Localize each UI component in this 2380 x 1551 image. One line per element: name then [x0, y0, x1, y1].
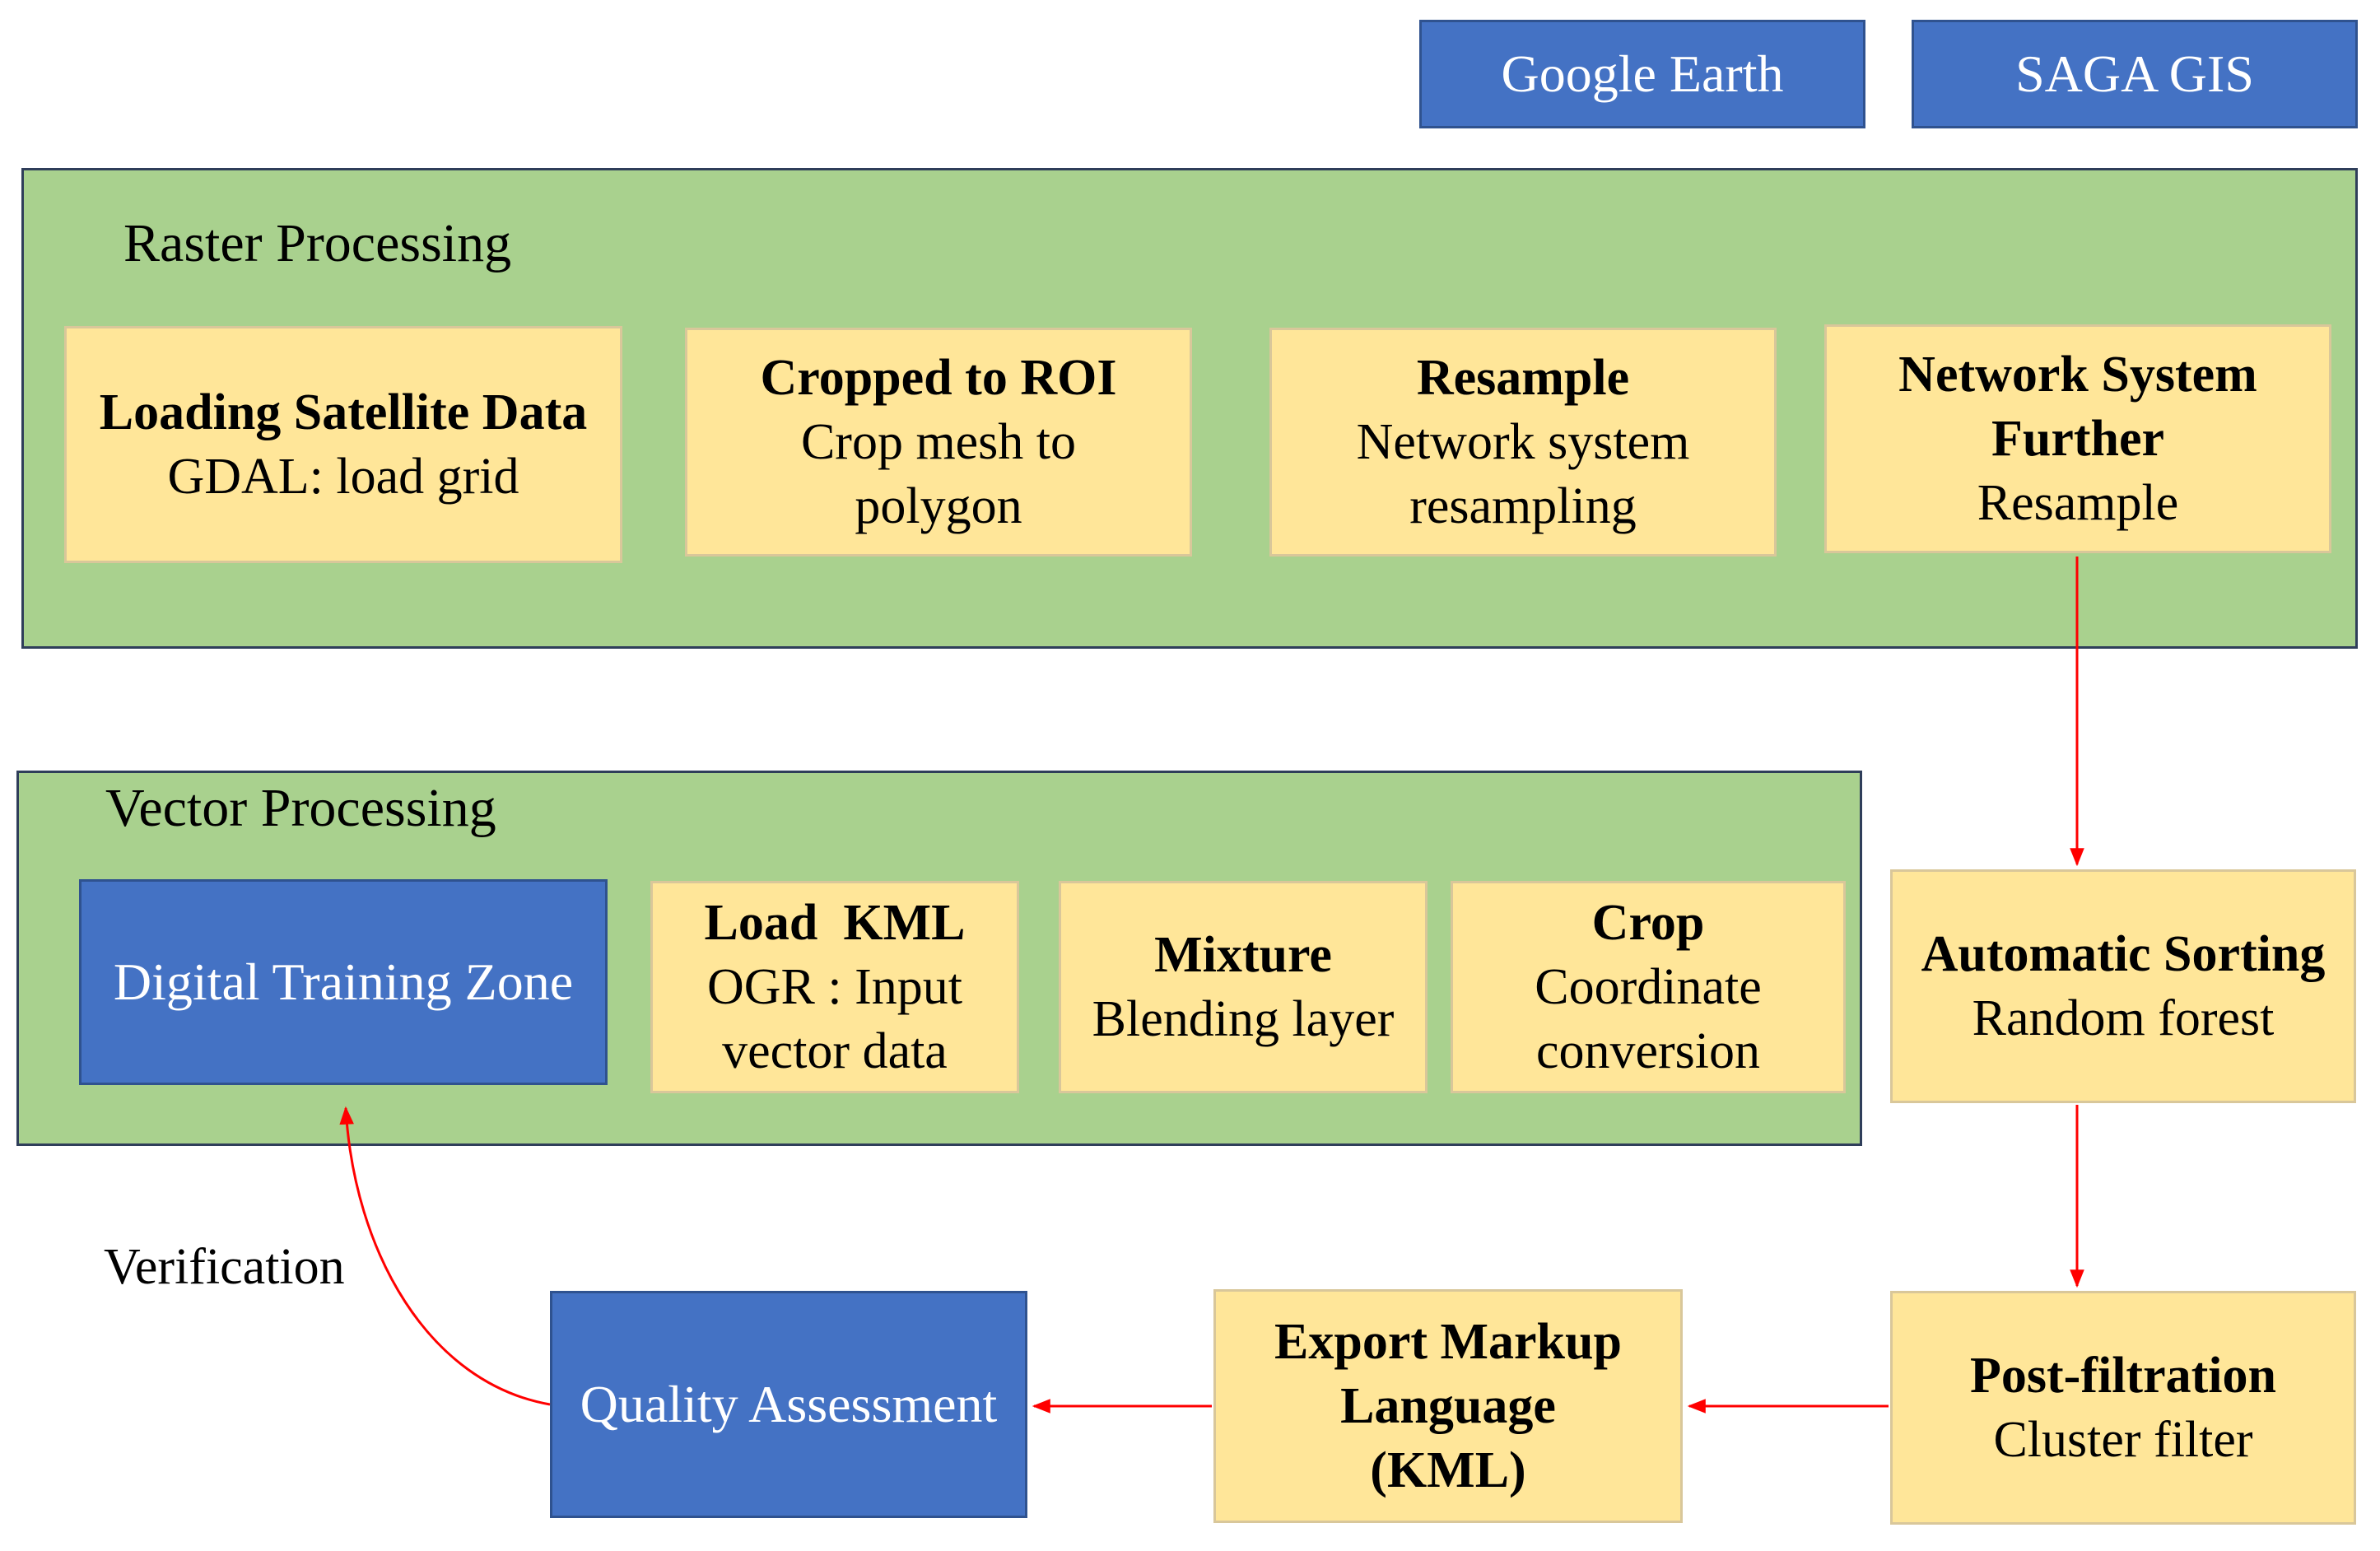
arrow-quality-to-training-zone — [339, 1106, 551, 1406]
step-desc: Crop mesh to — [800, 414, 1077, 470]
step-title: Export Markup — [1274, 1314, 1622, 1370]
step-title: Mixture — [1154, 927, 1332, 983]
step-desc: resampling — [1409, 478, 1637, 534]
raster-processing-title: Raster Processing — [123, 213, 512, 273]
step-title: Loading Satellite Data — [99, 384, 588, 440]
quality-assessment-label: Quality Assessment — [580, 1375, 998, 1433]
step-cropped-to-roi: Cropped to ROI Crop mesh to polygon — [685, 328, 1192, 557]
verification-label: Verification — [104, 1239, 345, 1295]
step-desc: Blending layer — [1092, 991, 1395, 1047]
step-title: Load KML — [704, 895, 966, 951]
step-export-kml: Export Markup Language (KML) — [1213, 1289, 1683, 1523]
step-title: Resample — [1416, 350, 1630, 406]
step-desc: GDAL: load grid — [167, 449, 519, 505]
google-earth-label: Google Earth — [1501, 44, 1784, 103]
step-title: (KML) — [1370, 1442, 1526, 1498]
step-post-filtration: Post-filtration Cluster filter — [1890, 1291, 2356, 1525]
step-resample: Resample Network system resampling — [1269, 328, 1777, 557]
step-title: Language — [1340, 1378, 1556, 1434]
step-desc: Coordinate — [1535, 959, 1762, 1015]
step-desc: polygon — [855, 478, 1022, 534]
step-title: Cropped to ROI — [760, 350, 1117, 406]
step-load-kml: Load KML OGR : Input vector data — [650, 881, 1019, 1093]
step-mixture: Mixture Blending layer — [1059, 881, 1428, 1093]
saga-gis-label: SAGA GIS — [2015, 44, 2254, 103]
step-desc: conversion — [1535, 1023, 1761, 1079]
step-desc: Cluster filter — [1993, 1412, 2253, 1468]
step-desc: Random forest — [1972, 990, 2275, 1046]
step-title: Automatic Sorting — [1921, 926, 2326, 982]
step-loading-satellite-data: Loading Satellite Data GDAL: load grid — [64, 326, 622, 563]
quality-assessment-box: Quality Assessment — [550, 1291, 1027, 1518]
step-title: Crop — [1591, 895, 1705, 951]
saga-gis-box: SAGA GIS — [1912, 20, 2358, 128]
digital-training-zone-box: Digital Training Zone — [79, 879, 608, 1085]
step-desc: vector data — [722, 1023, 948, 1079]
vector-processing-title: Vector Processing — [105, 778, 496, 838]
step-title: Network System — [1898, 347, 2257, 403]
step-automatic-sorting: Automatic Sorting Random forest — [1890, 869, 2356, 1103]
step-desc: Resample — [1977, 475, 2179, 531]
step-desc: Network system — [1356, 414, 1690, 470]
digital-training-zone-label: Digital Training Zone — [113, 952, 574, 1011]
step-crop: Crop Coordinate conversion — [1451, 881, 1846, 1093]
step-network-system-further: Network System Further Resample — [1824, 324, 2331, 553]
step-desc: OGR : Input — [707, 959, 962, 1015]
google-earth-box: Google Earth — [1419, 20, 1865, 128]
step-title: Further — [1991, 411, 2165, 467]
step-title: Post-filtration — [1970, 1348, 2276, 1404]
